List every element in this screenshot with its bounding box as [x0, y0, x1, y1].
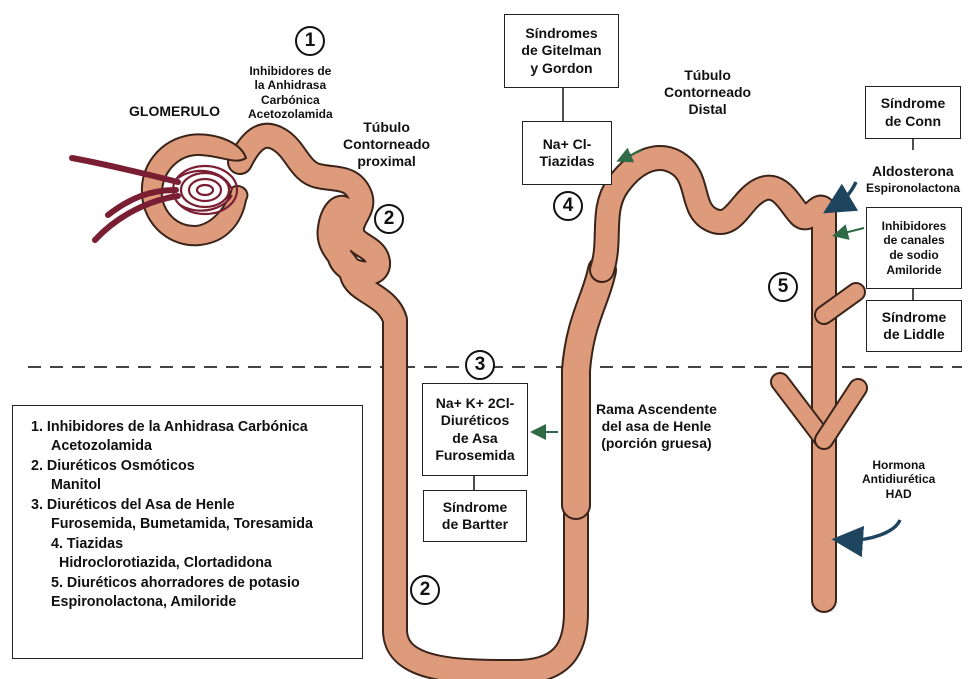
- legend-item-5-drugs: Espironolactona, Amiloride: [31, 593, 362, 612]
- legend-item-2-drugs: Manitol: [31, 476, 362, 495]
- glomerulo-label: GLOMERULO: [129, 103, 220, 120]
- site-4-marker: 4: [553, 191, 583, 221]
- arrow-aldosterona: [832, 182, 856, 208]
- hormona-antidiuretica-label: Hormona Antidiurética HAD: [862, 458, 935, 501]
- arrow-to-canales: [836, 228, 864, 235]
- glomerulus: [72, 134, 247, 245]
- legend-item-5: 5. Diuréticos ahorradores de potasio: [31, 574, 362, 593]
- box-tiazidas: Na+ Cl-Tiazidas: [522, 121, 612, 185]
- legend-item-3-drugs: Furosemida, Bumetamida, Toresamida: [31, 515, 362, 534]
- legend-item-4-drugs: Hidroclorotiazida, Clortadidona: [31, 554, 362, 573]
- legend-item-1: 1. Inhibidores de la Anhidrasa Carbónica: [31, 418, 362, 437]
- tubulo-distal-label: Túbulo Contorneado Distal: [664, 67, 751, 117]
- site-3-marker: 3: [465, 350, 495, 380]
- site-2-loop-marker: 2: [410, 575, 440, 605]
- site-5-marker: 5: [768, 272, 798, 302]
- aldosterona-label: Aldosterona: [872, 163, 954, 180]
- legend-item-4: 4. Tiazidas: [31, 535, 362, 554]
- legend-item-2: 2. Diuréticos Osmóticos: [31, 457, 362, 476]
- rama-ascendente-label: Rama Ascendente del asa de Henle (porció…: [596, 401, 717, 451]
- legend-item-1-drugs: Acetozolamida: [31, 437, 362, 456]
- inhibidores-anhidrasa-label: Inhibidores de la Anhidrasa Carbónica Ac…: [248, 64, 333, 122]
- site-2-proximal-marker: 2: [374, 204, 404, 234]
- site-1-marker: 1: [295, 26, 325, 56]
- tubulo-proximal-label: Túbulo Contorneado proximal: [343, 119, 430, 169]
- arrow-had: [842, 520, 900, 540]
- legend-box: 1. Inhibidores de la Anhidrasa Carbónica…: [12, 405, 363, 659]
- legend-item-3: 3. Diuréticos del Asa de Henle: [31, 496, 362, 515]
- espironolactona-label: Espironolactona: [866, 181, 960, 195]
